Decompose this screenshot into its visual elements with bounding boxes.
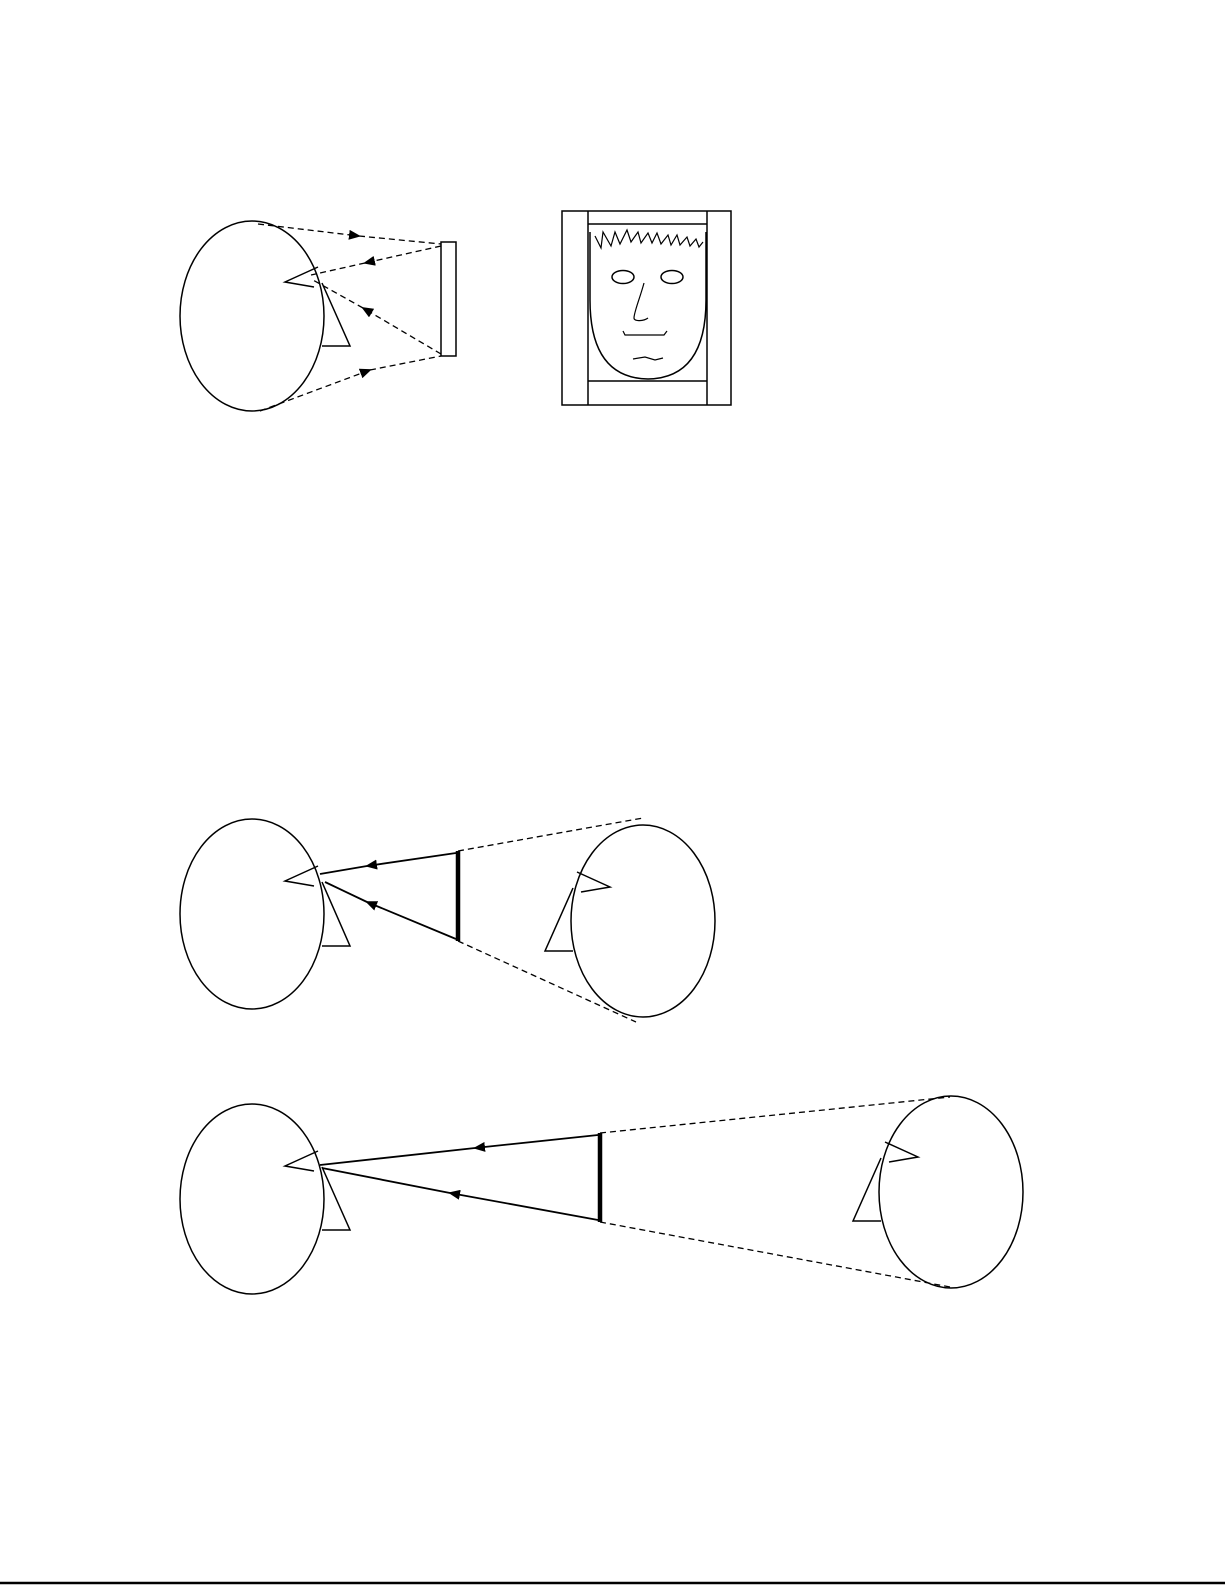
mirror-reflection-diagram xyxy=(180,221,456,411)
sightline-far-bottom xyxy=(600,1222,950,1287)
right-eye xyxy=(661,271,683,284)
subject-nose-shape xyxy=(545,888,573,951)
viewer-eye-shape xyxy=(285,866,318,886)
ray-top-to-mirror xyxy=(258,224,359,236)
light-rays-far xyxy=(320,1097,950,1287)
chin-line xyxy=(633,357,663,360)
ray-near-lower-tail xyxy=(325,882,367,902)
ray-far-lower-tail xyxy=(322,1168,450,1193)
hair-scribble xyxy=(595,230,703,248)
ray-far-lower xyxy=(450,1193,598,1220)
left-eye xyxy=(612,271,634,284)
viewer-head-outline xyxy=(180,819,324,1009)
nose-line xyxy=(634,283,648,321)
ray-far-upper xyxy=(475,1135,598,1148)
viewer-eye-shape-far xyxy=(285,1151,318,1171)
ray-mirror-to-eye-upper xyxy=(365,246,441,263)
far-viewer-diagram xyxy=(180,1096,1023,1294)
head-profile-subject-far xyxy=(853,1096,1023,1288)
head-profile-left xyxy=(180,221,350,411)
viewer-head-outline-far xyxy=(180,1104,324,1294)
sightline-near-bottom xyxy=(458,941,636,1022)
head-profile-subject-near xyxy=(545,825,715,1017)
mirror-view-diagram xyxy=(562,211,731,405)
near-viewer-diagram xyxy=(180,818,715,1022)
subject-eye-shape-far xyxy=(885,1142,918,1162)
eye-shape xyxy=(285,267,318,287)
ray-near-upper-tail xyxy=(320,866,367,874)
subject-nose-shape-far xyxy=(853,1158,881,1221)
ray-mirror-to-eye-upper-tail xyxy=(311,263,365,275)
mouth-line xyxy=(623,331,667,335)
reflected-face xyxy=(590,230,706,379)
ray-near-upper xyxy=(367,853,456,866)
head-profile-viewer-near xyxy=(180,819,350,1009)
ray-top-to-mirror-tail xyxy=(359,236,441,244)
ray-far-upper-tail xyxy=(320,1148,475,1165)
ray-near-lower xyxy=(367,902,456,939)
ray-bottom-to-mirror-tail xyxy=(370,356,441,370)
subject-head-outline xyxy=(571,825,715,1017)
mirror-side-view xyxy=(441,242,456,356)
light-rays-mirror xyxy=(258,224,441,411)
head-profile-viewer-far xyxy=(180,1104,350,1294)
ray-mirror-to-eye-lower xyxy=(363,308,441,354)
face-outline xyxy=(590,232,706,379)
viewer-nose-shape-far xyxy=(322,1167,350,1230)
sightline-near-top xyxy=(458,818,643,851)
subject-head-outline-far xyxy=(879,1096,1023,1288)
subject-eye-shape xyxy=(577,872,610,892)
head-outline xyxy=(180,221,324,411)
